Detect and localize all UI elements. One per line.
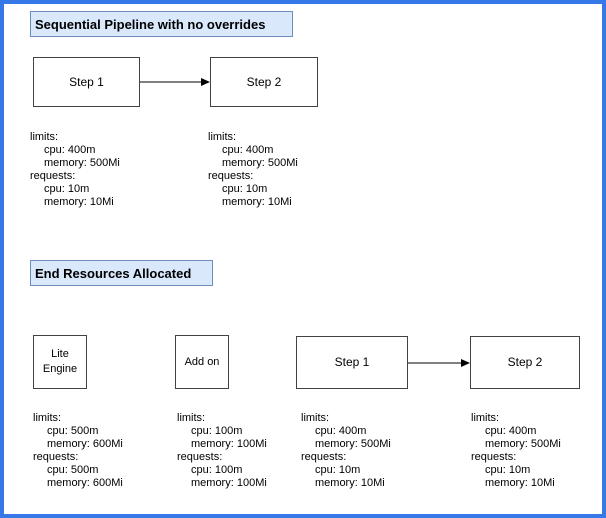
limits-memory: memory: 500Mi <box>315 438 391 450</box>
resources-step1-bottom: limits: cpu: 400m memory: 500Mi requests… <box>301 412 391 490</box>
node-step1-top: Step 1 <box>33 57 140 107</box>
requests-label: requests: <box>30 170 76 182</box>
limits-memory: memory: 500Mi <box>485 438 561 450</box>
arrow-step1-to-step2 <box>140 78 210 86</box>
node-label: Step 1 <box>69 74 104 89</box>
section-title-text: Sequential Pipeline with no overrides <box>35 16 266 32</box>
node-label: Add on <box>184 355 220 368</box>
requests-label: requests: <box>301 451 347 463</box>
resources-step1-top: limits: cpu: 400m memory: 500Mi requests… <box>30 131 120 209</box>
requests-label: requests: <box>33 451 79 463</box>
requests-memory: memory: 10Mi <box>222 196 292 208</box>
requests-memory: memory: 10Mi <box>315 477 385 489</box>
requests-cpu: cpu: 100m <box>191 464 243 476</box>
requests-cpu: cpu: 500m <box>47 464 99 476</box>
section-title-text: End Resources Allocated <box>35 265 192 281</box>
node-step2-top: Step 2 <box>210 57 318 107</box>
node-add-on: Add on <box>175 335 229 389</box>
limits-memory: memory: 100Mi <box>191 438 267 450</box>
limits-memory: memory: 500Mi <box>44 157 120 169</box>
requests-cpu: cpu: 10m <box>315 464 361 476</box>
limits-label: limits: <box>301 412 330 424</box>
requests-cpu: cpu: 10m <box>222 183 268 195</box>
node-label: Step 2 <box>246 74 282 89</box>
limits-label: limits: <box>177 412 206 424</box>
limits-label: limits: <box>208 131 237 143</box>
requests-label: requests: <box>471 451 517 463</box>
requests-label: requests: <box>177 451 223 463</box>
limits-cpu: cpu: 500m <box>47 425 99 437</box>
requests-cpu: cpu: 10m <box>44 183 90 195</box>
node-lite-engine: Lite Engine <box>33 335 87 389</box>
resources-lite-engine: limits: cpu: 500m memory: 600Mi requests… <box>33 412 123 490</box>
limits-memory: memory: 500Mi <box>222 157 298 169</box>
limits-cpu: cpu: 400m <box>44 144 96 156</box>
limits-cpu: cpu: 400m <box>315 425 367 437</box>
limits-cpu: cpu: 100m <box>191 425 243 437</box>
node-step1-bottom: Step 1 <box>296 336 408 389</box>
requests-memory: memory: 600Mi <box>47 477 123 489</box>
node-label: Step 1 <box>334 355 370 369</box>
limits-memory: memory: 600Mi <box>47 438 123 450</box>
resources-step2-bottom: limits: cpu: 400m memory: 500Mi requests… <box>471 412 561 490</box>
limits-label: limits: <box>30 131 59 143</box>
resources-add-on: limits: cpu: 100m memory: 100Mi requests… <box>177 412 267 490</box>
requests-memory: memory: 100Mi <box>191 477 267 489</box>
node-step2-bottom: Step 2 <box>470 336 580 389</box>
section-title-end-resources: End Resources Allocated <box>30 260 213 286</box>
requests-memory: memory: 10Mi <box>44 196 114 208</box>
limits-cpu: cpu: 400m <box>485 425 537 437</box>
limits-cpu: cpu: 400m <box>222 144 274 156</box>
requests-cpu: cpu: 10m <box>485 464 531 476</box>
limits-label: limits: <box>33 412 62 424</box>
arrow-step1b-to-step2b <box>408 359 470 367</box>
node-label: Step 2 <box>507 355 543 369</box>
node-label: Lite Engine <box>42 348 78 375</box>
resources-step2-top: limits: cpu: 400m memory: 500Mi requests… <box>208 131 298 209</box>
section-title-sequential-pipeline: Sequential Pipeline with no overrides <box>30 11 293 37</box>
requests-memory: memory: 10Mi <box>485 477 555 489</box>
limits-label: limits: <box>471 412 500 424</box>
requests-label: requests: <box>208 170 254 182</box>
